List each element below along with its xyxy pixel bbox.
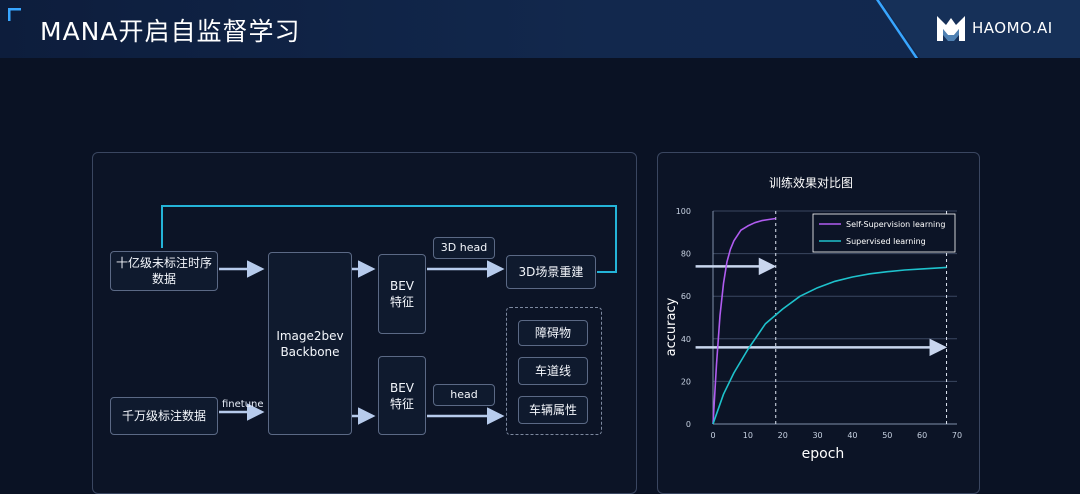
chart-panel [657,152,980,494]
node-bev-feature-top: BEV 特征 [378,254,426,334]
node-labeled-data: 千万级标注数据 [110,397,218,435]
x-tick-0: 0 [710,431,715,440]
x-tick-30: 30 [812,431,822,440]
edge-label-finetune: finetune [222,399,264,410]
legend-label-1: Supervised learning [846,237,926,246]
y-tick-0: 0 [686,420,691,429]
legend-box [812,213,956,253]
training-comparison-chart: 训练效果对比图 0 20 40 60 80 100 0 10 20 30 40 50 60 70 Sel… [664,175,962,462]
series-line-1 [712,266,947,425]
task-heads-group [506,307,602,435]
x-axis-label: epoch [802,446,845,462]
node-3d-head: 3D head [433,237,495,259]
x-tick-labels: 0 10 20 30 40 50 60 70 [710,431,962,440]
node-bev-feature-bottom: BEV 特征 [378,356,426,435]
y-tick-20: 20 [681,377,691,386]
chart-markers [695,211,948,424]
x-tick-10: 10 [743,431,753,440]
node-3d-scene-reconstruction: 3D场景重建 [506,255,596,289]
brand-name: HAOMO.AI [972,19,1053,37]
x-tick-40: 40 [847,431,857,440]
haomo-logo-icon [937,16,965,41]
corner-bracket-icon [8,8,21,21]
y-tick-80: 80 [681,250,691,259]
x-tick-60: 60 [917,431,927,440]
node-head: head [433,384,495,406]
chart-gridlines [713,210,957,382]
node-obstacle: 障碍物 [518,320,588,346]
x-tick-50: 50 [882,431,892,440]
y-tick-60: 60 [681,292,691,301]
series-line-0 [712,217,776,425]
x-tick-20: 20 [778,431,788,440]
node-backbone: Image2bev Backbone [268,252,352,435]
y-tick-40: 40 [681,335,691,344]
node-lane-line: 车道线 [518,357,588,385]
chart-series [712,217,947,425]
page-title: MANA开启自监督学习 [40,17,301,46]
y-tick-labels: 0 20 40 60 80 100 [676,207,691,429]
x-tick-70: 70 [952,431,962,440]
y-tick-100: 100 [676,207,691,216]
chart-axes [712,211,957,425]
y-axis-label: accuracy [664,297,679,356]
chart-title: 训练效果对比图 [769,175,853,190]
legend-label-0: Self-Supervision learning [846,220,945,229]
node-vehicle-attributes: 车辆属性 [518,396,588,424]
diagram-arrows [161,205,617,425]
feedback-loop-line [161,205,617,273]
node-unlabeled-data: 十亿级未标注时序数据 [110,251,218,291]
